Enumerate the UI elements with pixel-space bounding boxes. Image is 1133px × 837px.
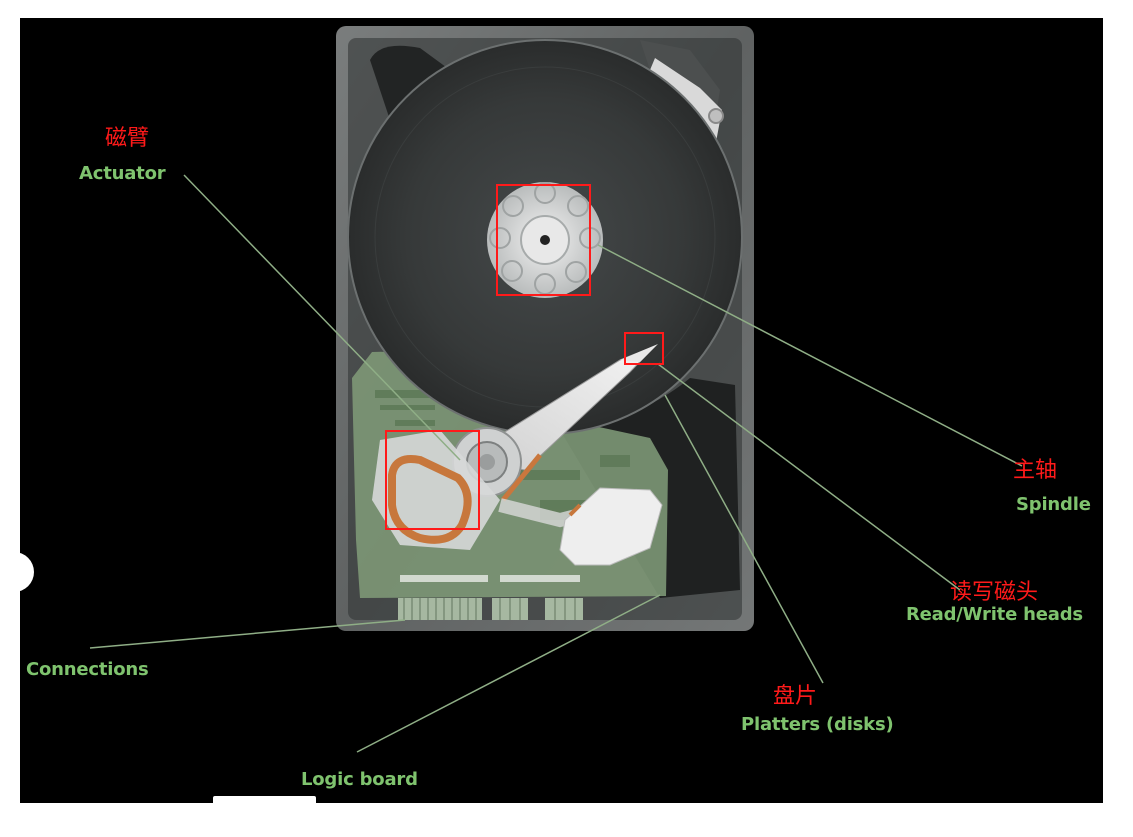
highlight-boxes [385,184,664,530]
platters-leader-line [664,394,824,684]
voice-coil-highlight-box [385,430,480,530]
logic-board-label: Logic board [301,769,418,790]
bottom-tab [213,796,316,804]
spindle-highlight-box [496,184,591,296]
spindle-label: Spindle [1016,494,1091,515]
actuator-label: Actuator [79,163,166,184]
head-tip-highlight-box [624,332,664,365]
connections-label: Connections [26,659,149,680]
spindle-hub [487,182,603,298]
platters-label: Platters (disks) [741,714,894,735]
heads-label-cn: 读写磁头 [950,580,1039,605]
spindle-leader-line [597,244,1023,467]
side-scroll-handle[interactable] [14,552,34,592]
spindle-label-cn: 主轴 [1013,458,1058,483]
connections-leader-line [89,619,406,649]
actuator-leader-line [183,174,461,461]
leader-lines [89,174,1023,753]
latch-component [559,487,663,566]
logic-board-leader-line [356,594,661,753]
heads-label: Read/Write heads [906,604,1083,625]
actuator-arm [452,344,658,528]
heads-leader-line [657,363,961,591]
platters-label-cn: 盘片 [773,684,818,709]
actuator-label-cn: 磁臂 [105,126,150,151]
